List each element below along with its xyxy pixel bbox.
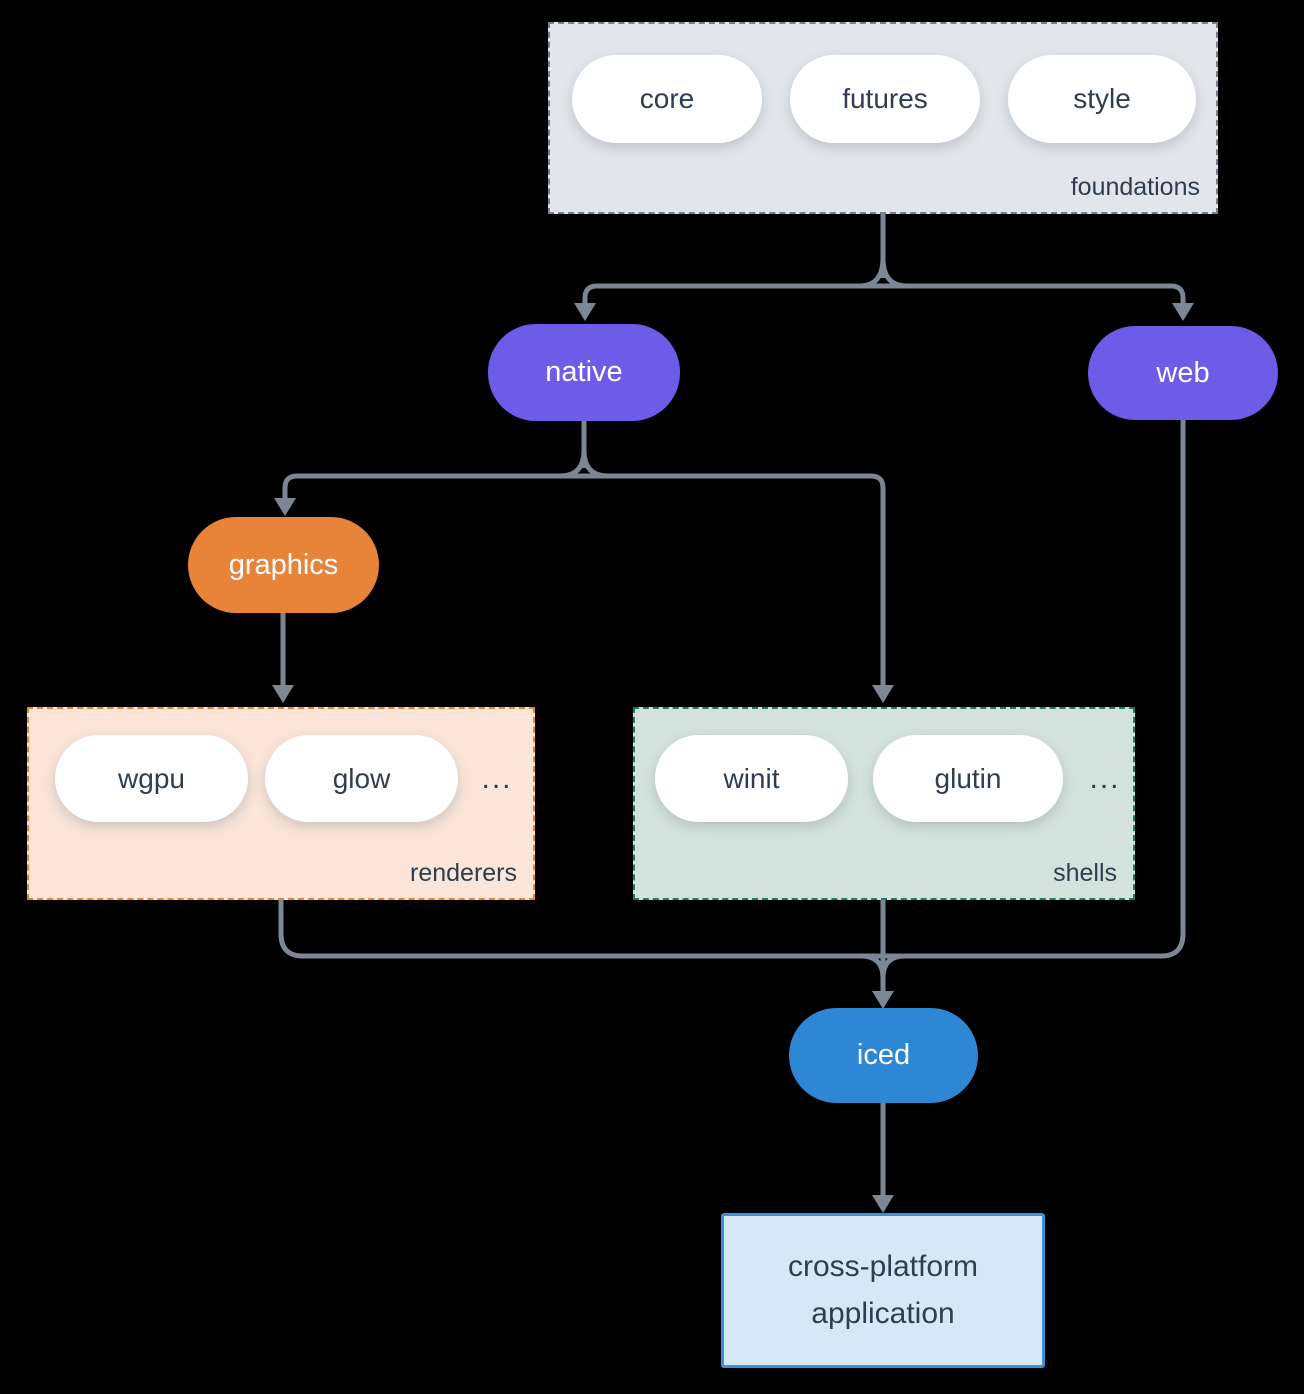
node-futures: futures — [790, 55, 980, 143]
arrowhead-to-web — [1172, 303, 1194, 321]
edge-merge-flare-right — [880, 953, 906, 979]
node-glow-label: glow — [332, 762, 391, 794]
edge-foundations-flare-left — [858, 257, 886, 289]
group-renderers-label: renderers — [410, 859, 517, 887]
node-style: style — [1008, 55, 1196, 143]
edge-native-flare-left — [559, 449, 587, 479]
edge-foundations-flare-right — [880, 257, 908, 289]
edge-native-flare-right — [581, 449, 609, 479]
group-shells: winit glutin ... shells — [633, 707, 1135, 900]
edge-merge-flare-left — [860, 953, 886, 979]
arrowhead-to-graphics — [274, 498, 296, 516]
node-web-label: web — [1156, 356, 1210, 389]
node-native-label: native — [545, 356, 623, 388]
arrowhead-to-native — [574, 303, 596, 321]
node-graphics: graphics — [188, 517, 379, 613]
edge-merge-rail — [278, 420, 1186, 959]
node-cross-platform-application: cross-platform application — [721, 1213, 1045, 1368]
node-glutin-label: glutin — [934, 762, 1002, 794]
arrowhead-to-shells — [872, 685, 894, 703]
shells-ellipsis: ... — [1089, 761, 1121, 795]
node-iced: iced — [789, 1008, 978, 1103]
node-native: native — [488, 324, 680, 421]
node-glutin: glutin — [873, 735, 1063, 822]
node-wgpu: wgpu — [55, 735, 248, 822]
node-style-label: style — [1073, 83, 1131, 114]
arrowhead-to-iced — [872, 991, 894, 1009]
node-web: web — [1088, 326, 1278, 420]
node-winit: winit — [655, 735, 848, 822]
edge-native-split-rail — [282, 473, 886, 686]
node-futures-label: futures — [842, 83, 928, 114]
group-foundations-label: foundations — [1070, 173, 1200, 201]
node-core: core — [572, 55, 762, 143]
node-app-label: cross-platform application — [787, 1250, 979, 1330]
edge-foundations-split-rail — [582, 283, 1186, 303]
group-renderers: wgpu glow ... renderers — [27, 707, 535, 900]
arrowhead-to-app — [872, 1195, 894, 1213]
renderers-ellipsis: ... — [481, 761, 513, 795]
group-shells-label: shells — [1053, 859, 1117, 887]
node-iced-label: iced — [856, 1039, 911, 1071]
node-core-label: core — [639, 83, 695, 114]
arrowhead-to-renderers — [272, 685, 294, 703]
node-winit-label: winit — [723, 762, 780, 794]
node-glow: glow — [265, 735, 458, 822]
node-graphics-label: graphics — [228, 548, 339, 581]
node-wgpu-label: wgpu — [118, 762, 185, 794]
group-foundations: core futures style foundations — [548, 22, 1218, 214]
